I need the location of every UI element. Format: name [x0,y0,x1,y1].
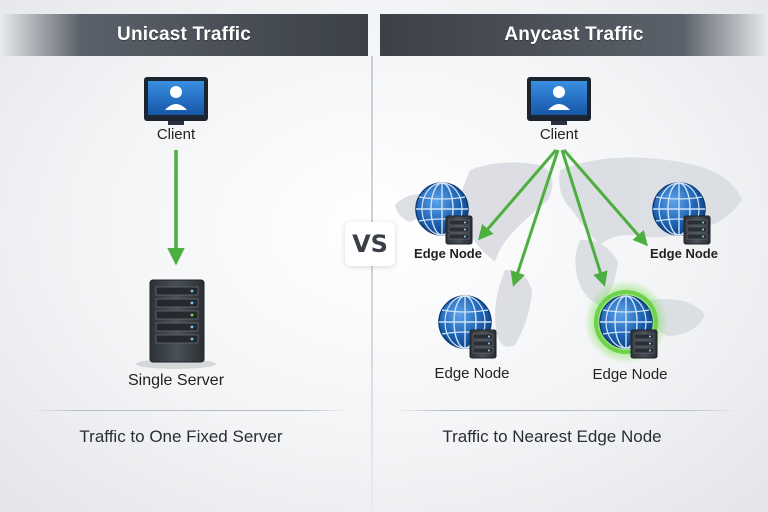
edge-node-upper-left-label: Edge Node [414,246,482,261]
anycast-title: Anycast Traffic [504,24,644,45]
edge-node-upper-right-label: Edge Node [650,246,718,261]
edge-node-lower-left-label: Edge Node [434,365,510,382]
unicast-header: Unicast Traffic [0,14,368,56]
right-client-monitor-icon [527,77,591,125]
unicast-title: Unicast Traffic [117,24,251,45]
left-footer-divider [30,410,350,411]
anycast-arrow-lower-left [510,149,560,287]
anycast-footer-caption: Traffic to Nearest Edge Node [442,427,662,446]
left-client-monitor-icon [144,77,208,125]
single-server-label: Single Server [127,372,225,389]
left-client-label: Client [156,126,196,143]
edge-node-lower-right-icon [584,280,668,364]
anycast-header: Anycast Traffic [380,14,768,56]
anycast-arrow-lower-right [560,149,608,287]
world-map-background [395,157,742,347]
edge-node-lower-right-label: Edge Node [592,366,668,383]
right-client-label: Client [539,126,579,143]
anycast-arrow-upper-right [562,149,648,247]
anycast-arrow-upper-left [478,149,558,241]
edge-node-lower-left-icon [438,295,497,359]
vs-badge: VS [345,222,395,266]
unicast-footer-caption: Traffic to One Fixed Server [79,427,283,446]
anycast-arrows [478,149,648,287]
single-server-icon [136,279,216,369]
vs-label: VS [352,230,388,258]
right-footer-divider [392,410,738,411]
panel-divider [371,56,373,512]
